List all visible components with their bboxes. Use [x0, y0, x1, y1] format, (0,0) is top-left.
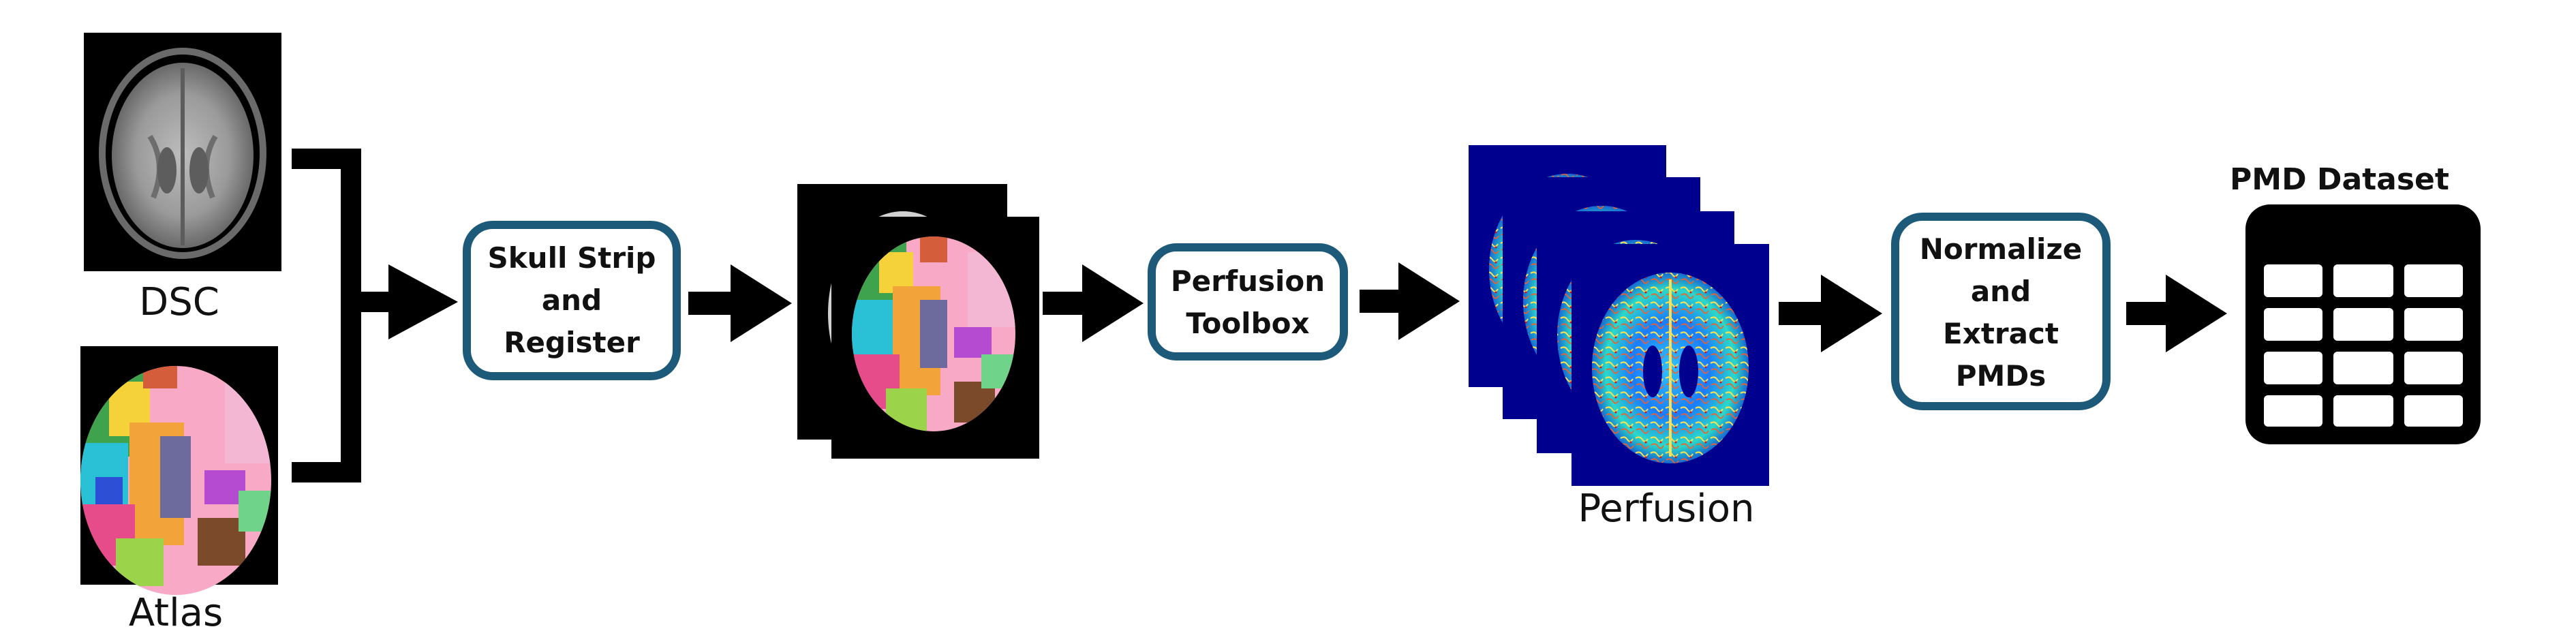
arrow-to-perfusion-toolbox: [1043, 264, 1144, 342]
skull-strip-register-box: Skull Strip and Register: [463, 221, 681, 380]
skull-strip-line2: and: [542, 283, 602, 317]
arrow-to-registered: [688, 264, 792, 342]
perfusion-map-4: [1571, 244, 1769, 486]
normalize-line3: Extract: [1943, 317, 2059, 350]
skull-strip-line1: Skull Strip: [488, 241, 656, 275]
atlas-label: Atlas: [129, 591, 223, 635]
normalize-line4: PMDs: [1956, 359, 2046, 393]
arrow-to-normalize: [1779, 275, 1882, 352]
normalize-line2: and: [1971, 275, 2031, 308]
arrow-to-dataset: [2126, 275, 2227, 352]
registered-images: [797, 184, 1039, 459]
skull-strip-line3: Register: [504, 326, 640, 359]
perfusion-toolbox-line1: Perfusion: [1171, 264, 1325, 298]
atlas-image: [80, 346, 278, 595]
dsc-label: DSC: [139, 280, 219, 324]
dataset-title: PMD Dataset: [2230, 162, 2449, 197]
perfusion-toolbox-line2: Toolbox: [1186, 307, 1309, 340]
perfusion-toolbox-box: Perfusion Toolbox: [1148, 243, 1348, 361]
perfusion-maps: [1469, 145, 1769, 486]
normalize-extract-box: Normalize and Extract PMDs: [1891, 213, 2111, 410]
perfusion-label: Perfusion: [1578, 487, 1755, 531]
dataset-table-icon: [2245, 204, 2481, 444]
normalize-line1: Normalize: [1920, 232, 2083, 266]
dsc-image: [84, 33, 281, 271]
arrow-to-perfusion-maps: [1360, 262, 1460, 340]
merge-bracket: [292, 149, 458, 482]
